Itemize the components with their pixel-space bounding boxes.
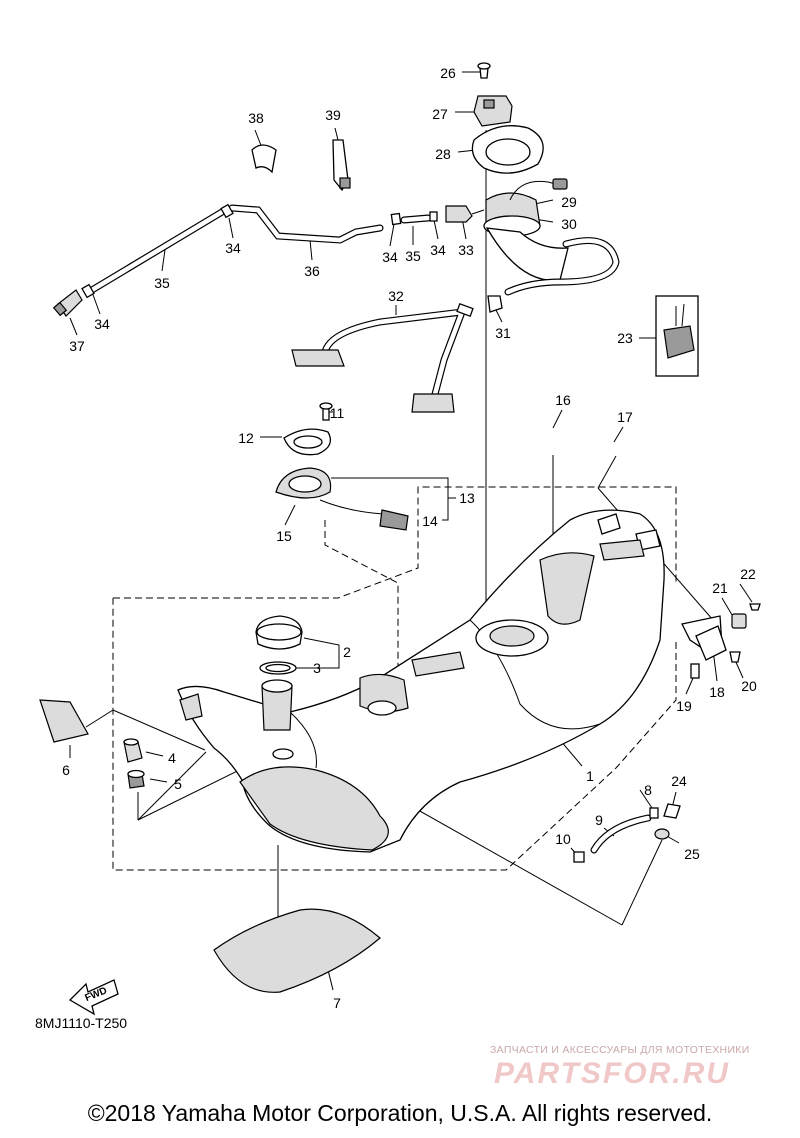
warning-labels <box>39 699 381 993</box>
callout-34: 34 <box>430 242 446 258</box>
assembly-outline-tank <box>112 486 677 871</box>
assembly-outline-sender <box>324 520 399 700</box>
callout-11: 11 <box>330 405 345 421</box>
diagram-code: 8MJ1110-T250 <box>35 1015 128 1031</box>
callout-7: 7 <box>333 995 341 1011</box>
callout-8: 8 <box>644 782 652 798</box>
callout-35: 35 <box>405 248 421 264</box>
callout-18: 18 <box>709 684 725 700</box>
callout-13: 13 <box>459 490 475 506</box>
fuel-pump-module <box>471 62 620 296</box>
drain-hose <box>291 295 503 413</box>
tank-bracket <box>690 603 761 679</box>
callout-34: 34 <box>225 240 241 256</box>
fuel-tank <box>177 509 723 853</box>
callout-1: 1 <box>586 768 594 784</box>
callout-9: 9 <box>595 812 603 828</box>
callout-36: 36 <box>304 263 320 279</box>
overflow-hose <box>573 803 681 863</box>
copyright-notice: ©2018 Yamaha Motor Corporation, U.S.A. A… <box>87 1100 713 1126</box>
callout-17: 17 <box>617 409 633 425</box>
watermark-logo: PARTSFOR.RU <box>494 1057 730 1090</box>
callout-14: 14 <box>422 513 438 529</box>
callout-20: 20 <box>741 678 757 694</box>
callout-15: 15 <box>276 528 292 544</box>
callout-10: 10 <box>555 831 571 847</box>
callout-39: 39 <box>325 107 341 123</box>
callout-35: 35 <box>154 275 170 291</box>
callout-34: 34 <box>382 249 398 265</box>
callout-23: 23 <box>617 330 633 346</box>
callout-31: 31 <box>495 325 511 341</box>
callout-30: 30 <box>561 216 577 232</box>
callout-2: 2 <box>343 644 351 660</box>
hose-clamps <box>251 139 351 192</box>
callout-25: 25 <box>684 846 700 862</box>
watermark-tagline: ЗАПЧАСТИ И АКСЕССУАРЫ ДЛЯ МОТОТЕХНИКИ <box>490 1044 750 1056</box>
callout-37: 37 <box>69 338 85 354</box>
callout-26: 26 <box>440 65 456 81</box>
callout-5: 5 <box>174 776 182 792</box>
connector-inset <box>655 295 699 377</box>
callout-33: 33 <box>458 242 474 258</box>
callout-28: 28 <box>435 146 451 162</box>
fuel-sender-unit <box>275 402 409 531</box>
callout-4: 4 <box>168 750 176 766</box>
callout-16: 16 <box>555 392 571 408</box>
callout-27: 27 <box>432 106 448 122</box>
callout-38: 38 <box>248 110 264 126</box>
callout-24: 24 <box>671 773 687 789</box>
callout-19: 19 <box>676 698 692 714</box>
callout-3: 3 <box>313 660 321 676</box>
vent-hose-assembly <box>52 203 485 317</box>
fuel-cap <box>255 615 303 760</box>
callout-29: 29 <box>561 194 577 210</box>
drain-bolt <box>123 738 145 789</box>
callout-34: 34 <box>94 316 110 332</box>
callout-22: 22 <box>740 566 756 582</box>
callout-12: 12 <box>238 430 254 446</box>
callout-21: 21 <box>712 580 728 596</box>
forward-direction-arrow: FWD <box>68 979 119 1016</box>
callout-6: 6 <box>62 762 70 778</box>
callout-32: 32 <box>388 288 404 304</box>
